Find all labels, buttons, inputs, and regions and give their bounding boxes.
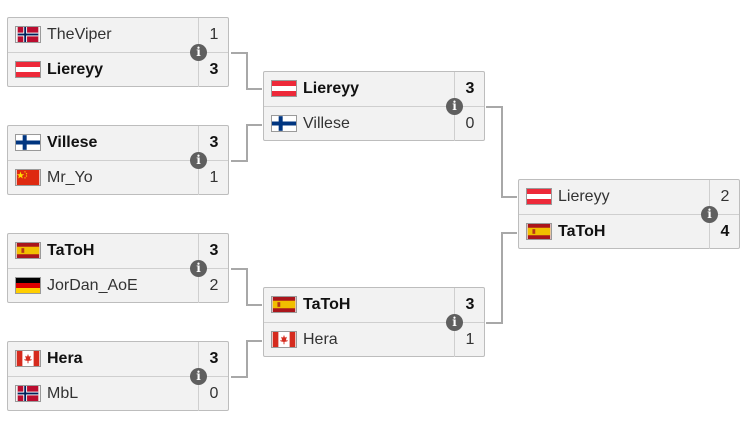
match-player-row[interactable]: Liereyy 3 [264,72,484,107]
match-r1-3[interactable]: TaToH 3 JorDan_AoE 2 i [7,233,229,303]
match-player-row[interactable]: Mr_Yo 1 [8,161,228,195]
player-name: TaToH [303,296,351,313]
match-player-row[interactable]: TaToH 4 [519,215,739,249]
info-icon[interactable]: i [190,260,207,277]
match-player-row[interactable]: JorDan_AoE 2 [8,269,228,303]
match-r1-4[interactable]: Hera 3 MbL 0 i [7,341,229,411]
match-player-row[interactable]: Villese 3 [8,126,228,161]
player-name: Liereyy [558,188,610,205]
match-player-row[interactable]: TheViper 1 [8,18,228,53]
connector-sf2 [486,232,517,324]
player-name: Liereyy [47,61,104,78]
flag-austria-icon [526,188,552,205]
connector-r1m1 [231,52,262,90]
match-final[interactable]: Liereyy 2 TaToH 4 i [518,179,740,249]
player-score: 2 [709,180,740,214]
match-player-row[interactable]: Hera 3 [8,342,228,377]
info-icon[interactable]: i [446,314,463,331]
player-score: 4 [709,215,740,249]
info-icon[interactable]: i [190,44,207,61]
player-name: TheViper [47,26,112,43]
connector-r1m2 [231,124,262,162]
flag-canada-icon [15,350,41,367]
player-score: 3 [454,288,485,322]
flag-norway-icon [15,26,41,43]
player-score: 1 [454,323,485,357]
flag-china-icon [15,169,41,186]
info-icon[interactable]: i [190,368,207,385]
flag-spain-icon [271,296,297,313]
flag-austria-icon [15,61,41,78]
match-sf-1[interactable]: Liereyy 3 Villese 0 i [263,71,485,141]
match-player-row[interactable]: MbL 0 [8,377,228,411]
match-player-row[interactable]: Villese 0 [264,107,484,141]
player-score: 1 [198,161,229,195]
player-name: Villese [47,134,98,151]
flag-canada-icon [271,331,297,348]
flag-spain-icon [15,242,41,259]
player-name: Hera [47,350,83,367]
match-sf-2[interactable]: TaToH 3 Hera 1 i [263,287,485,357]
info-icon[interactable]: i [701,206,718,223]
player-score: 3 [198,126,229,160]
match-player-row[interactable]: Liereyy 2 [519,180,739,215]
player-name: Hera [303,331,338,348]
player-name: JorDan_AoE [47,277,138,294]
info-icon[interactable]: i [190,152,207,169]
player-name: MbL [47,385,79,402]
player-name: TaToH [558,223,606,240]
flag-germany-icon [15,277,41,294]
match-r1-2[interactable]: Villese 3 Mr_Yo 1 i [7,125,229,195]
match-player-row[interactable]: TaToH 3 [264,288,484,323]
flag-austria-icon [271,80,297,97]
player-score: 3 [198,53,229,87]
player-score: 2 [198,269,229,303]
match-player-row[interactable]: TaToH 3 [8,234,228,269]
connector-sf1 [486,106,517,198]
player-name: Liereyy [303,80,360,97]
player-score: 1 [198,18,229,52]
flag-norway-icon [15,385,41,402]
player-name: Villese [303,115,350,132]
player-name: Mr_Yo [47,169,93,186]
player-score: 3 [198,342,229,376]
flag-spain-icon [526,223,552,240]
player-score: 3 [454,72,485,106]
flag-finland-icon [15,134,41,151]
player-score: 0 [198,377,229,411]
info-icon[interactable]: i [446,98,463,115]
connector-r1m4 [231,340,262,378]
match-player-row[interactable]: Hera 1 [264,323,484,357]
flag-finland-icon [271,115,297,132]
match-r1-1[interactable]: TheViper 1 Liereyy 3 i [7,17,229,87]
player-score: 0 [454,107,485,141]
match-player-row[interactable]: Liereyy 3 [8,53,228,87]
player-score: 3 [198,234,229,268]
player-name: TaToH [47,242,95,259]
connector-r1m3 [231,268,262,306]
